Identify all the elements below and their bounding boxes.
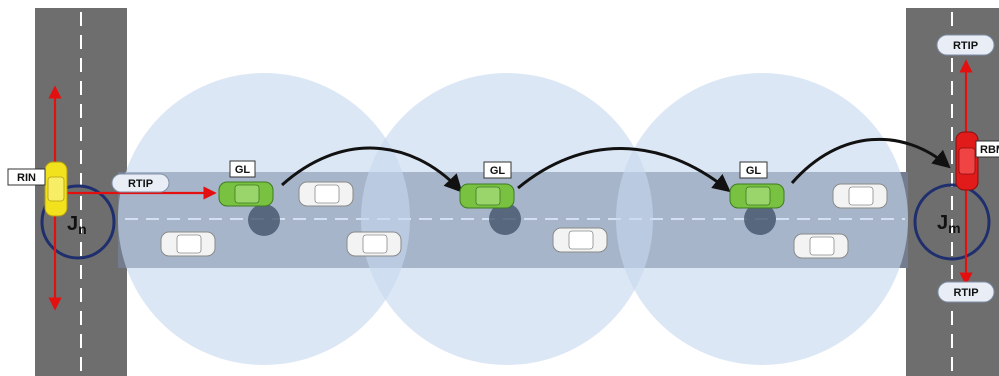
gl-label-3-text: GL [746, 165, 762, 177]
green-car-gl-1 [218, 181, 274, 207]
rtip-label-left: RTIP [111, 173, 170, 193]
rtip-label-top-text: RTIP [953, 40, 978, 52]
rbm-label-text: RBM [980, 144, 999, 156]
gl-label-2: GL [483, 161, 512, 179]
hop-arrow-3 [790, 137, 951, 184]
antenna-dot-2 [489, 203, 521, 235]
yellow-car-rin [44, 161, 68, 217]
hop-arrow-1 [280, 146, 463, 193]
junction-right-sub: m [948, 220, 960, 236]
junction-left-base: J [67, 213, 78, 235]
rin-label-text: RIN [17, 172, 36, 184]
white-car-6 [793, 233, 849, 259]
rin-label: RIN [7, 168, 46, 186]
junction-label-left: Jn [67, 213, 87, 237]
green-car-gl-2 [459, 183, 515, 209]
gl-label-3: GL [739, 161, 768, 179]
antenna-dot-1 [248, 204, 280, 236]
white-car-1 [298, 181, 354, 207]
white-car-5 [832, 183, 888, 209]
junction-right-base: J [937, 212, 948, 234]
junction-ring-left [40, 184, 116, 260]
rtip-label-left-text: RTIP [128, 178, 153, 190]
gl-label-1-text: GL [235, 164, 251, 176]
white-car-2 [160, 231, 216, 257]
rtip-label-bottom-text: RTIP [953, 287, 978, 299]
white-car-3 [346, 231, 402, 257]
hop-arrow-2 [517, 147, 731, 193]
junction-left-sub: n [78, 221, 87, 237]
antenna-dot-3 [744, 203, 776, 235]
junction-ring-right [913, 183, 991, 261]
rtip-label-bottom: RTIP [937, 281, 995, 303]
rbm-label: RBM [975, 140, 999, 158]
red-car-rbm [955, 131, 979, 191]
junction-label-right: Jm [937, 212, 961, 236]
rtip-label-top: RTIP [936, 34, 995, 56]
green-car-gl-3 [729, 183, 785, 209]
white-car-4 [552, 227, 608, 253]
gl-label-1: GL [229, 160, 256, 178]
gl-label-2-text: GL [490, 165, 506, 177]
